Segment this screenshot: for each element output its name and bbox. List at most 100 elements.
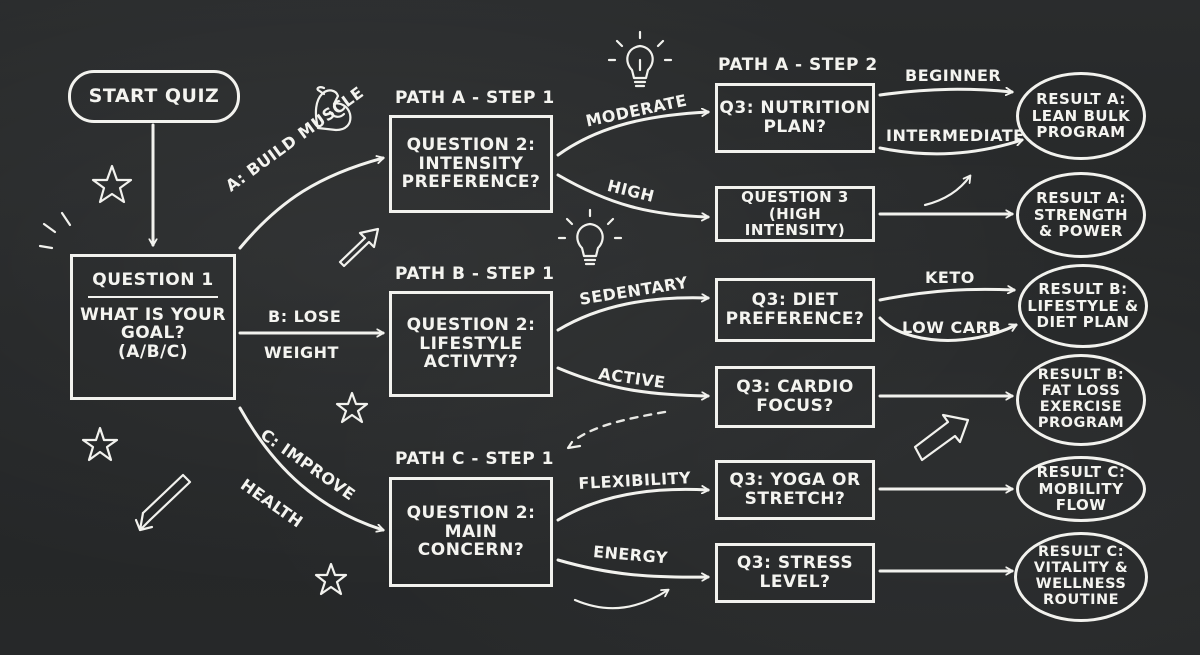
node-line: LEAN BULK xyxy=(1031,106,1131,125)
option-keto: KETO xyxy=(925,268,975,287)
node-line: LIFESTYLE & xyxy=(1027,296,1139,315)
start-quiz-label: START QUIZ xyxy=(88,85,220,108)
branch-label-b: WEIGHT xyxy=(264,343,339,362)
result-lifestyle-diet: RESULT B: LIFESTYLE & DIET PLAN xyxy=(1018,264,1148,348)
question-1-line: WHAT IS YOUR xyxy=(80,304,226,325)
node-line: (HIGH INTENSITY) xyxy=(744,204,846,240)
node-line: FOCUS? xyxy=(756,396,834,416)
outline-arrow-icon xyxy=(913,413,970,462)
node-line: STRETCH? xyxy=(744,489,846,509)
node-line: Q3: CARDIO xyxy=(736,377,854,398)
result-strength-power: RESULT A: STRENGTH & POWER xyxy=(1016,172,1146,258)
option-intermediate: INTERMEDIATE xyxy=(886,126,1025,145)
node-line: QUESTION 2: xyxy=(406,314,536,335)
arrow-active xyxy=(556,366,708,396)
arrow-q1-to-path-a xyxy=(238,158,383,250)
path-b-step1-header: PATH B - STEP 1 xyxy=(395,264,555,284)
node-line: EXERCISE xyxy=(1039,399,1123,415)
node-line: FLOW xyxy=(1055,496,1107,515)
node-line: QUESTION 2: xyxy=(406,502,536,523)
arrow-keto xyxy=(878,289,1014,302)
node-line: PROGRAM xyxy=(1036,123,1126,142)
node-line: PREFERENCE? xyxy=(401,172,541,193)
node-line: Q3: YOGA OR xyxy=(729,470,861,491)
path-a-step2-header: PATH A - STEP 2 xyxy=(718,55,878,75)
arrow-beginner xyxy=(878,89,1012,97)
node-line: DIET PLAN xyxy=(1036,313,1130,332)
node-line: VITALITY & xyxy=(1033,560,1129,577)
arrow-high xyxy=(556,173,708,217)
arrow-flexibility xyxy=(556,489,708,522)
node-line: Q3: DIET xyxy=(751,290,839,311)
question-1-title: QUESTION 1 xyxy=(92,270,214,290)
node-line: PREFERENCE? xyxy=(725,309,865,329)
node-line: PLAN? xyxy=(763,117,827,137)
start-quiz-node: START QUIZ xyxy=(68,70,240,123)
branch-label-b: B: LOSE xyxy=(268,307,342,326)
arrow-energy xyxy=(556,558,708,577)
chalk-arrow-icon xyxy=(566,440,582,450)
node-line: Q3: NUTRITION xyxy=(719,98,871,119)
node-line: RESULT A: xyxy=(1036,90,1126,109)
dashed-return-arrow xyxy=(573,410,667,442)
question-1-line: GOAL? xyxy=(120,323,186,344)
node-line: PROGRAM xyxy=(1037,414,1125,431)
path-c-question-2-node: QUESTION 2: MAIN CONCERN? xyxy=(389,477,553,587)
star-icon xyxy=(335,391,369,424)
highlight-marks xyxy=(38,211,72,250)
node-line: LEVEL? xyxy=(759,572,831,592)
node-line: MOBILITY xyxy=(1038,479,1124,498)
high-intensity-node: QUESTION 3 (HIGH INTENSITY) xyxy=(715,186,875,242)
result-mobility-flow: RESULT C: MOBILITY FLOW xyxy=(1016,456,1146,522)
path-a-question-2-node: QUESTION 2: INTENSITY PREFERENCE? xyxy=(389,115,553,213)
stress-level-node: Q3: STRESS LEVEL? xyxy=(715,543,875,603)
question-1-divider xyxy=(88,295,218,298)
arrow-q1-to-path-c xyxy=(238,406,383,530)
arrow-sedentary xyxy=(556,298,708,332)
node-line: QUESTION 2: xyxy=(406,134,536,155)
node-line: RESULT A: xyxy=(1036,189,1126,208)
chalk-arrow-icon xyxy=(923,176,970,207)
node-line: RESULT B: xyxy=(1038,280,1128,299)
option-low-carb: LOW CARB xyxy=(902,318,1002,337)
lightbulb-icon xyxy=(557,208,623,266)
result-fat-loss: RESULT B: FAT LOSS EXERCISE PROGRAM xyxy=(1016,354,1146,446)
option-beginner: BEGINNER xyxy=(905,66,1002,85)
node-line: INTENSITY xyxy=(418,153,524,174)
lightbulb-icon xyxy=(607,30,673,88)
flexed-arm-icon xyxy=(314,86,352,132)
cardio-focus-node: Q3: CARDIO FOCUS? xyxy=(715,366,875,428)
node-line: RESULT B: xyxy=(1037,367,1125,384)
question-1-node: QUESTION 1 WHAT IS YOUR GOAL? (A/B/C) xyxy=(70,254,236,400)
node-line: STRENGTH xyxy=(1033,205,1129,224)
node-line: RESULT C: xyxy=(1037,544,1124,561)
node-line: MAIN xyxy=(444,521,498,542)
node-line: WELLNESS xyxy=(1035,576,1127,592)
node-line: CONCERN? xyxy=(417,540,525,561)
yoga-stretch-node: Q3: YOGA OR STRETCH? xyxy=(715,460,875,520)
star-icon xyxy=(81,426,119,462)
node-line: ROUTINE xyxy=(1042,591,1120,608)
star-icon xyxy=(314,562,348,596)
path-b-question-2-node: QUESTION 2: LIFESTYLE ACTIVTY? xyxy=(389,291,553,397)
node-line: ACTIVTY? xyxy=(423,352,519,373)
arrow-intermediate xyxy=(878,140,1022,156)
result-vitality-wellness: RESULT C: VITALITY & WELLNESS ROUTINE xyxy=(1014,532,1148,622)
arrow-low-carb xyxy=(878,316,1016,342)
path-a-step1-header: PATH A - STEP 1 xyxy=(395,88,555,108)
chalk-arrow-icon xyxy=(573,590,668,610)
diet-preference-node: Q3: DIET PREFERENCE? xyxy=(715,278,875,342)
node-line: FAT LOSS xyxy=(1041,383,1121,400)
outline-arrow-icon xyxy=(338,227,380,268)
nutrition-plan-node: Q3: NUTRITION PLAN? xyxy=(715,83,875,153)
node-line: RESULT C: xyxy=(1036,463,1126,482)
result-lean-bulk: RESULT A: LEAN BULK PROGRAM xyxy=(1016,72,1146,160)
node-line: QUESTION 3 xyxy=(741,188,849,207)
pencil-arrow-icon xyxy=(134,473,192,532)
path-c-step1-header: PATH C - STEP 1 xyxy=(395,449,555,469)
star-icon xyxy=(91,164,133,204)
question-1-line: (A/B/C) xyxy=(117,342,189,363)
node-line: & POWER xyxy=(1039,222,1123,241)
